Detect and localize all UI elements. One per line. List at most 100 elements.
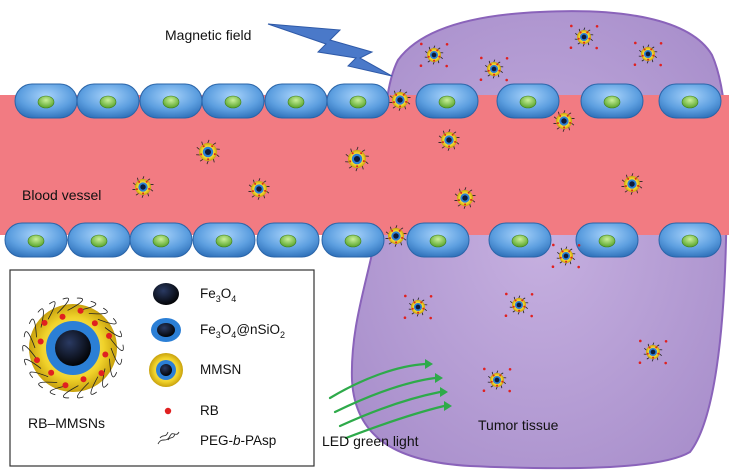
rb-dot-icon [569, 46, 573, 50]
led-light-arrows [328, 362, 446, 440]
nanoparticle-icon [556, 246, 576, 266]
rb-dot-icon [164, 407, 172, 415]
peg-polymer-icon [157, 431, 180, 445]
endothelial-cell-icon [139, 83, 203, 119]
rb-dot-icon [638, 361, 642, 365]
rb-dot-icon [577, 265, 580, 269]
rb-dot-icon [403, 316, 407, 320]
rb-dot-icon [505, 292, 508, 296]
endothelial-cell-icon [488, 222, 552, 258]
endothelial-cell-icon [256, 222, 320, 258]
rb-dot-icon [91, 320, 98, 327]
endothelial-cell-icon [201, 83, 265, 119]
nanoparticle-icon [438, 129, 460, 151]
blood-vessel-label: Blood vessel [22, 187, 101, 203]
rb-dot-icon [664, 339, 668, 343]
rb-dot-icon [482, 389, 486, 393]
rb-dot-icon [664, 361, 667, 365]
rb-dot-icon [508, 389, 511, 393]
rb-dot-icon [445, 64, 448, 68]
endothelial-cell-icon [415, 83, 479, 119]
rb-dot-icon [429, 316, 432, 320]
rb-dot-icon [530, 314, 533, 318]
rb-dot-icon [102, 351, 109, 358]
endothelial-cell-icon [192, 222, 256, 258]
endothelial-cell-icon [580, 83, 644, 119]
rb-dot-icon [483, 367, 486, 371]
endothelial-cell-icon [326, 83, 390, 119]
vessel-wall-bottom [4, 222, 722, 258]
rb-dot-icon [77, 307, 84, 314]
rb-dot-icon [80, 376, 87, 383]
rb-dot-icon [659, 41, 663, 45]
rb-dot-icon [62, 382, 69, 389]
nanoparticle-icon [385, 225, 407, 247]
light-ray-arrow-icon [328, 362, 427, 400]
nanoparticle-icon [389, 89, 411, 111]
endothelial-cell-icon [496, 83, 560, 119]
rb-dot-icon [429, 294, 433, 298]
endothelial-cell-icon [406, 222, 470, 258]
nanoparticle-icon [248, 178, 270, 200]
endothelial-cell-icon [658, 222, 722, 258]
rb-dot-icon [504, 314, 508, 318]
led-green-light-label: LED green light [322, 433, 419, 449]
rb-dot-icon [659, 63, 662, 67]
rb-dot-icon [37, 338, 44, 345]
endothelial-cell-icon [264, 83, 328, 119]
tumor-tissue-label: Tumor tissue [478, 417, 559, 433]
nanoparticle-icon [484, 59, 504, 79]
endothelial-cell-icon [658, 83, 722, 119]
nanoparticle-icon [509, 295, 529, 315]
rb-dot-icon [595, 46, 598, 50]
mmsn-label: MMSN [200, 362, 241, 377]
rb-mmsns-label: RB–MMSNs [28, 415, 105, 431]
nanoparticle-icon [553, 110, 575, 132]
endothelial-cell-icon [4, 222, 68, 258]
endothelial-cell-icon [575, 222, 639, 258]
fe3o4-legend-icon [153, 283, 179, 305]
fe3o4-sio2-legend-icon [151, 318, 181, 342]
nanoparticle-icon [345, 146, 369, 172]
rb-mmsn-illustration [22, 297, 124, 399]
light-ray-arrow-icon [344, 404, 446, 440]
rb-dot-icon [551, 265, 555, 269]
endothelial-cell-icon [321, 222, 385, 258]
rb-dot-icon [508, 367, 512, 371]
peg-b-pasp-label: PEG-b-PAsp [200, 433, 276, 448]
rb-label: RB [200, 403, 219, 418]
endothelial-cell-icon [67, 222, 131, 258]
led-light-arrowheads [425, 359, 452, 411]
rb-dot-icon [634, 41, 637, 45]
rb-dot-icon [530, 292, 534, 296]
rb-dot-icon [445, 42, 449, 46]
legend-box: RB–MMSNs Fe3O4 Fe3O4@nSiO2 MMSN RB [9, 269, 315, 467]
nanoparticle-icon [196, 139, 220, 165]
rb-dot-icon [480, 56, 483, 60]
rb-dot-icon [577, 243, 581, 247]
rb-dot-icon [505, 56, 509, 60]
rb-dot-icon [41, 319, 48, 326]
endothelial-cell-icon [14, 83, 78, 119]
lightning-bolt-icon [267, 23, 393, 77]
rb-dot-icon [48, 369, 55, 376]
magnetic-field-label: Magnetic field [165, 27, 251, 43]
rb-dot-icon [552, 243, 555, 247]
rb-dot-icon [595, 24, 599, 28]
nanoparticle-icon [424, 45, 444, 65]
nanoparticle-icon [638, 44, 658, 64]
rb-dot-icon [479, 78, 483, 82]
nanoparticle-icon [574, 27, 594, 47]
light-ray-arrow-icon [338, 390, 442, 428]
nanoparticles [132, 24, 668, 393]
nanoparticle-icon [643, 342, 663, 362]
rb-dot-icon [420, 42, 423, 46]
rb-dot-icon [505, 78, 508, 82]
rb-dot-icon [404, 294, 407, 298]
nanoparticle-icon [454, 187, 476, 209]
rb-dot-icon [570, 24, 573, 28]
rb-dot-icon [98, 370, 105, 377]
rb-dot-icon [59, 313, 66, 320]
